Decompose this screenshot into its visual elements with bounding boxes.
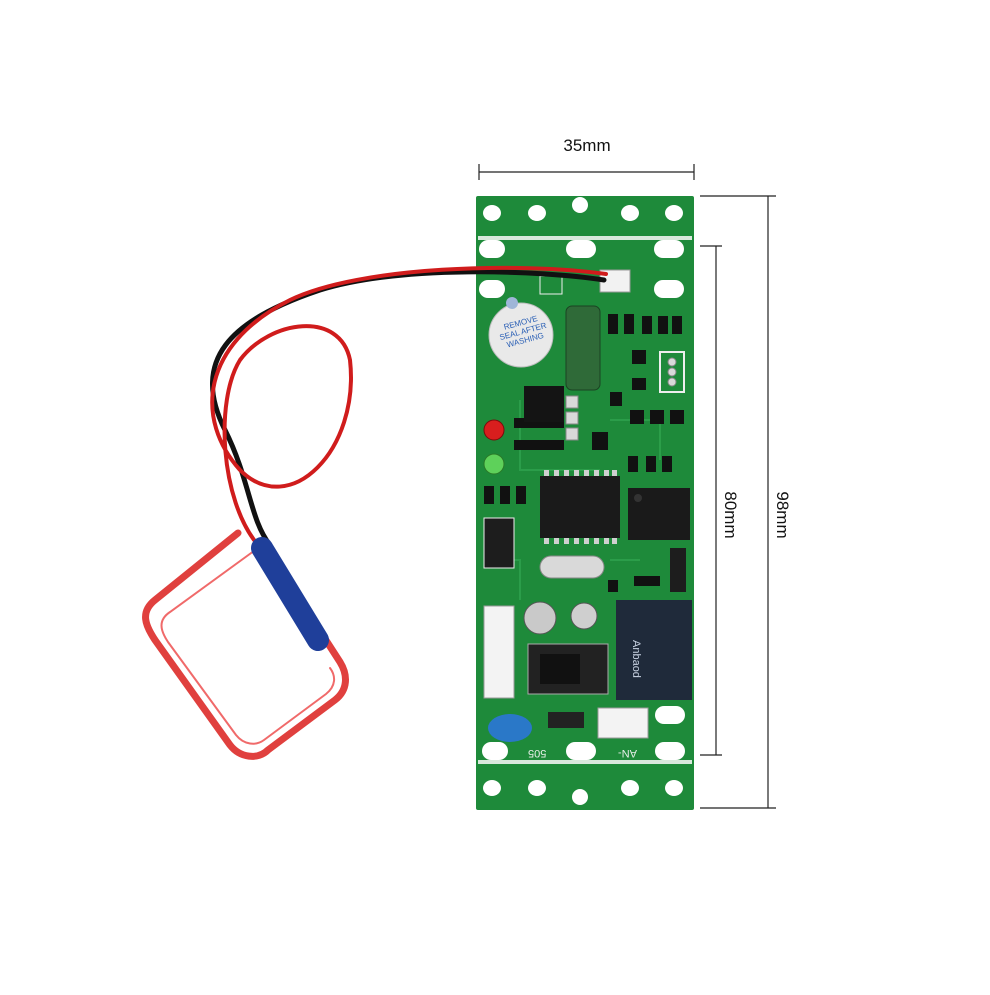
inner-height-dimension-label: 80mm (721, 491, 740, 539)
outer-height-dimension-label: 98mm (773, 491, 792, 539)
relay-brand-label: Anbaod (630, 640, 642, 678)
components (483, 269, 692, 742)
width-dimension-label: 35mm (563, 136, 611, 155)
antenna-assembly (142, 265, 608, 760)
board-mark-an: AN- (618, 747, 637, 759)
dimension-lines (478, 164, 776, 809)
board-mark-505: 505 (528, 747, 547, 759)
